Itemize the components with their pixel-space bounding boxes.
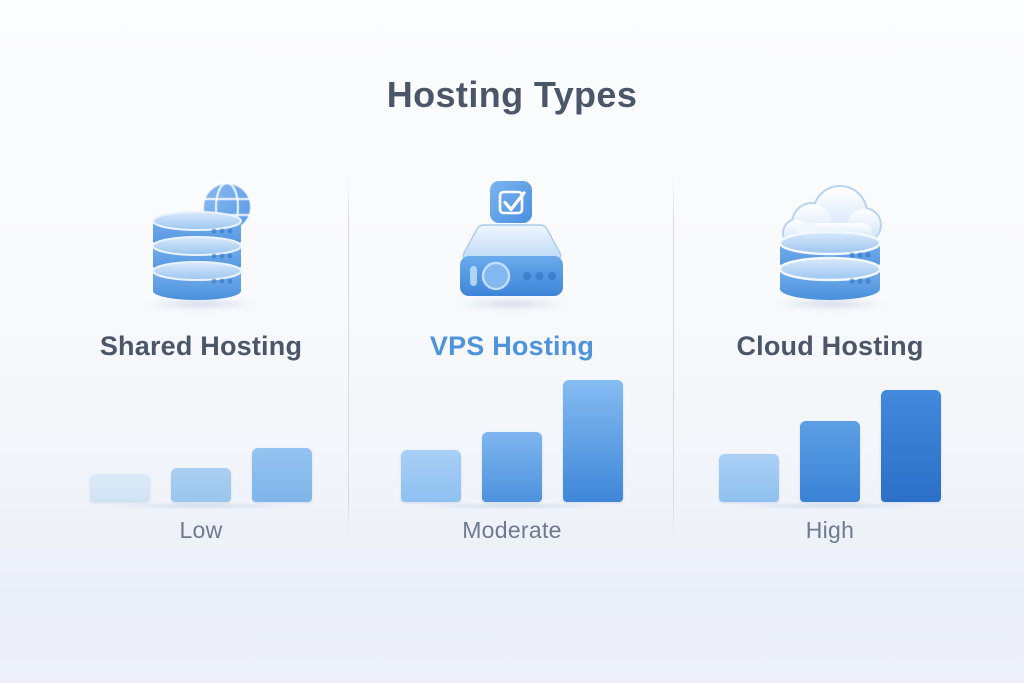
page-title: Hosting Types [386,74,638,115]
column-divider [348,175,349,543]
level-bar [719,454,779,502]
column-title: Shared Hosting [99,331,303,361]
chart-floor-shadow [698,501,962,511]
level-bar [90,474,150,502]
column-cloud-hosting: Cloud Hosting High [675,165,985,565]
level-bar-chart [710,375,950,502]
icon-drop-shadow [123,295,279,313]
cloud-database-icon [752,179,908,313]
server-check-icon [434,179,590,313]
level-label: Low [179,517,223,543]
chart-floor-shadow [380,501,644,511]
level-bar [881,390,941,502]
level-bar-chart [392,375,632,502]
level-bar [482,432,542,502]
column-title: Cloud Hosting [736,331,924,361]
icon-drop-shadow [752,295,908,313]
level-bar [171,468,231,502]
level-bar [563,380,623,502]
column-shared-hosting: Shared Hosting Low [46,165,356,565]
level-bar-chart [81,375,321,502]
column-vps-hosting: VPS Hosting Moderate [357,165,667,565]
level-bar [252,448,312,502]
column-title: VPS Hosting [429,331,595,361]
level-label: High [805,517,855,543]
column-divider [673,175,674,543]
chart-floor-shadow [69,501,333,511]
icon-drop-shadow [434,295,590,313]
level-label: Moderate [462,517,562,543]
level-bar [800,421,860,502]
level-bar [401,450,461,502]
database-globe-icon [123,179,279,313]
